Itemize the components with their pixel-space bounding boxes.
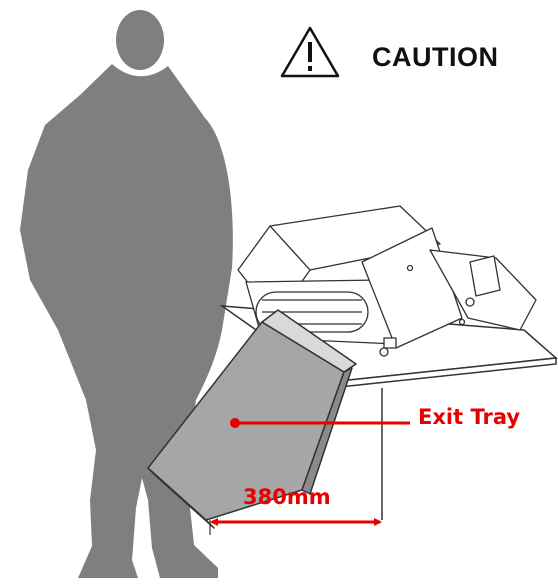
dimension-label: 380mm — [243, 485, 331, 509]
exit-tray — [147, 309, 357, 529]
caution-heading: CAUTION — [372, 42, 499, 72]
exit-tray-callout — [230, 418, 410, 428]
exit-tray-label: Exit Tray — [418, 405, 521, 429]
dimension-marker — [209, 518, 382, 535]
warning-triangle-icon — [280, 26, 340, 78]
